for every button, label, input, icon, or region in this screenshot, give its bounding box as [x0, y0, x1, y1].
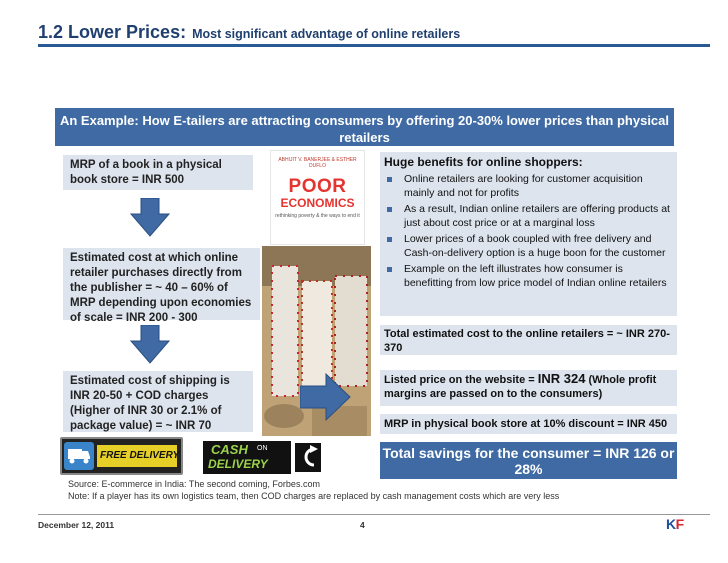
- listed-price-label: Listed price on the website =: [384, 374, 538, 386]
- listed-price-note: (Whole profit margins are passed on to t…: [384, 374, 657, 400]
- benefit-item: Lower prices of a book coupled with free…: [384, 232, 673, 260]
- logo-f: F: [675, 516, 685, 532]
- down-arrow-icon: [130, 198, 170, 237]
- total-savings-box: Total savings for the consumer = INR 126…: [380, 442, 677, 479]
- slide-title: 1.2 Lower Prices: Most significant advant…: [38, 22, 460, 43]
- benefits-heading: Huge benefits for online shoppers:: [384, 155, 583, 169]
- book-authors: ABHIJIT V. BANERJEE & ESTHER DUFLO: [278, 157, 357, 169]
- cod-cash-text: CASH: [211, 442, 248, 457]
- page-number: 4: [360, 520, 365, 530]
- shipping-cost-box: Estimated cost of shipping is INR 20-50 …: [63, 371, 253, 432]
- book-stacks-photo: [262, 246, 371, 436]
- cod-on-text: ON: [257, 445, 268, 452]
- cod-delivery-text: DELIVERY: [208, 457, 268, 471]
- mrp-box: MRP of a book in a physical book store =…: [63, 155, 253, 190]
- footnote: Note: If a player has its own logistics …: [68, 491, 560, 501]
- kf-logo: KF: [666, 516, 684, 532]
- benefit-item: Example on the left illustrates how cons…: [384, 262, 673, 290]
- total-cost-box: Total estimated cost to the online retai…: [380, 325, 677, 355]
- book-title-economics: ECONOMICS: [280, 196, 355, 210]
- listed-price-value: INR 324: [537, 371, 586, 386]
- source-note: Source: E-commerce in India: The second …: [68, 479, 320, 489]
- return-arrow-icon: [295, 443, 321, 472]
- book-cover-image: ABHIJIT V. BANERJEE & ESTHER DUFLO POOR …: [270, 150, 365, 245]
- footer-date: December 12, 2011: [38, 520, 115, 530]
- book-subtitle: rethinking poverty & the ways to end it: [275, 213, 360, 219]
- cash-on-delivery-badge: CASH ON DELIVERY: [203, 441, 321, 474]
- title-main: 1.2 Lower Prices:: [38, 22, 187, 42]
- benefits-list: Online retailers are looking for custome…: [384, 172, 673, 290]
- free-delivery-badge: FREE DELIVERY: [60, 437, 183, 475]
- example-banner: An Example: How E-tailers are attracting…: [55, 108, 674, 146]
- down-arrow-icon: [130, 325, 170, 364]
- logo-k: K: [666, 516, 676, 532]
- mrp-discount-box: MRP in physical book store at 10% discou…: [380, 414, 677, 434]
- right-arrow-icon: [300, 372, 351, 422]
- title-underline: [38, 44, 710, 47]
- free-delivery-text: FREE DELIVERY: [100, 450, 180, 461]
- benefit-item: As a result, Indian online retailers are…: [384, 202, 673, 230]
- purchase-cost-box: Estimated cost at which online retailer …: [63, 248, 260, 324]
- benefit-item: Online retailers are looking for custome…: [384, 172, 673, 200]
- book-title-poor: POOR: [288, 176, 347, 197]
- benefits-box: Huge benefits for online shoppers: Onlin…: [380, 152, 677, 316]
- title-subtitle: Most significant advantage of online ret…: [192, 27, 461, 41]
- listed-price-box: Listed price on the website = INR 324 (W…: [380, 370, 677, 406]
- footer-divider: [38, 514, 710, 515]
